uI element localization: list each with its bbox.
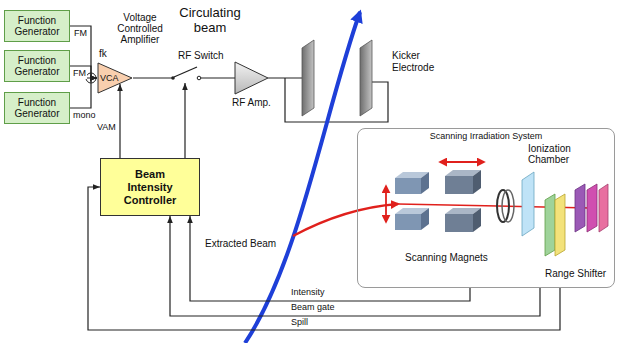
kicker-electrode-plate (302, 40, 372, 116)
signal-wire (133, 78, 388, 158)
range-shifter-symbol (555, 194, 565, 256)
signal-connector (70, 26, 97, 78)
ionization-chamber-symbol (522, 172, 534, 236)
rf-switch-symbol (197, 76, 201, 80)
signal-name: fk (99, 48, 107, 59)
scanning-magnet (421, 208, 429, 230)
system-group: Scanning Irradiation System (357, 128, 615, 288)
beam-label: Circulating beam (165, 5, 255, 35)
scanning-magnet (421, 172, 429, 194)
scanning-magnet (395, 214, 421, 230)
signal-name: FM (73, 28, 88, 39)
function-generator-box: Function Generator (4, 92, 70, 124)
range-shifter-symbol (599, 184, 608, 232)
signal-name: Beam gate (290, 302, 336, 313)
rf-amplifier-symbol (235, 62, 268, 94)
kicker-electrode-plate (302, 40, 314, 116)
part-name: Ionization Chamber (528, 143, 588, 165)
scanning-magnet (395, 170, 481, 232)
signal-connector (70, 66, 97, 78)
signal-connector (119, 84, 120, 158)
beam-label: Extracted Beam (205, 238, 276, 249)
scanning-magnet (445, 214, 473, 232)
rf-switch-symbol (171, 67, 201, 80)
amplifier-triangle-outline (98, 63, 132, 93)
box-label: VCA (100, 73, 119, 83)
box-label: Function Generator (7, 15, 67, 37)
signal-name: Spill (290, 317, 309, 328)
part-name: Kicker Electrode (392, 50, 452, 74)
range-shifter-symbol (545, 184, 608, 256)
circulating-beam (245, 12, 360, 343)
part-name: Range Shifter (545, 268, 606, 279)
signal-name: FM (72, 68, 87, 79)
controller-box: Beam Intensity Controller (100, 158, 200, 216)
scan-direction-arrow (440, 161, 484, 163)
signal-name: VAM (96, 122, 117, 133)
scan-direction-arrow (386, 162, 484, 222)
extracted-beam (293, 204, 398, 236)
rf-amplifier-symbol (235, 62, 268, 94)
part-name: RF Switch (178, 50, 224, 61)
box-label: Beam Intensity Controller (115, 168, 185, 207)
signal-connector (70, 78, 97, 108)
signal-wire (133, 77, 172, 78)
range-shifter-symbol (545, 194, 555, 256)
circulating-beam (245, 12, 360, 343)
scanning-magnet (445, 176, 473, 194)
signal-wire (184, 83, 185, 158)
box-label: Function Generator (7, 55, 67, 77)
signal-name: Intensity (290, 287, 326, 298)
rf-switch-symbol (174, 67, 197, 77)
function-generator-box: Function Generator (4, 10, 70, 42)
range-shifter-symbol (575, 184, 585, 232)
ionization-chamber-symbol (497, 172, 534, 236)
amplifier-triangle: VCA (97, 62, 133, 94)
part-name: Voltage Controlled Amplifier (110, 12, 170, 45)
kicker-electrode-plate (360, 40, 372, 116)
scanning-magnet (395, 178, 421, 194)
ionization-chamber-symbol (502, 190, 514, 222)
group-title: Scanning Irradiation System (358, 131, 614, 142)
signal-wire (201, 77, 235, 78)
part-name: RF Amp. (232, 97, 271, 108)
signal-connector (170, 216, 540, 316)
signal-name: mono (72, 110, 97, 121)
range-shifter-symbol (587, 184, 597, 232)
part-name: Scanning Magnets (405, 252, 488, 263)
box-label: Function Generator (7, 97, 67, 119)
function-generator-box: Function Generator (4, 50, 70, 82)
scanning-magnet (473, 170, 481, 194)
scanning-magnet (473, 208, 481, 232)
scan-direction-arrow (385, 186, 387, 222)
